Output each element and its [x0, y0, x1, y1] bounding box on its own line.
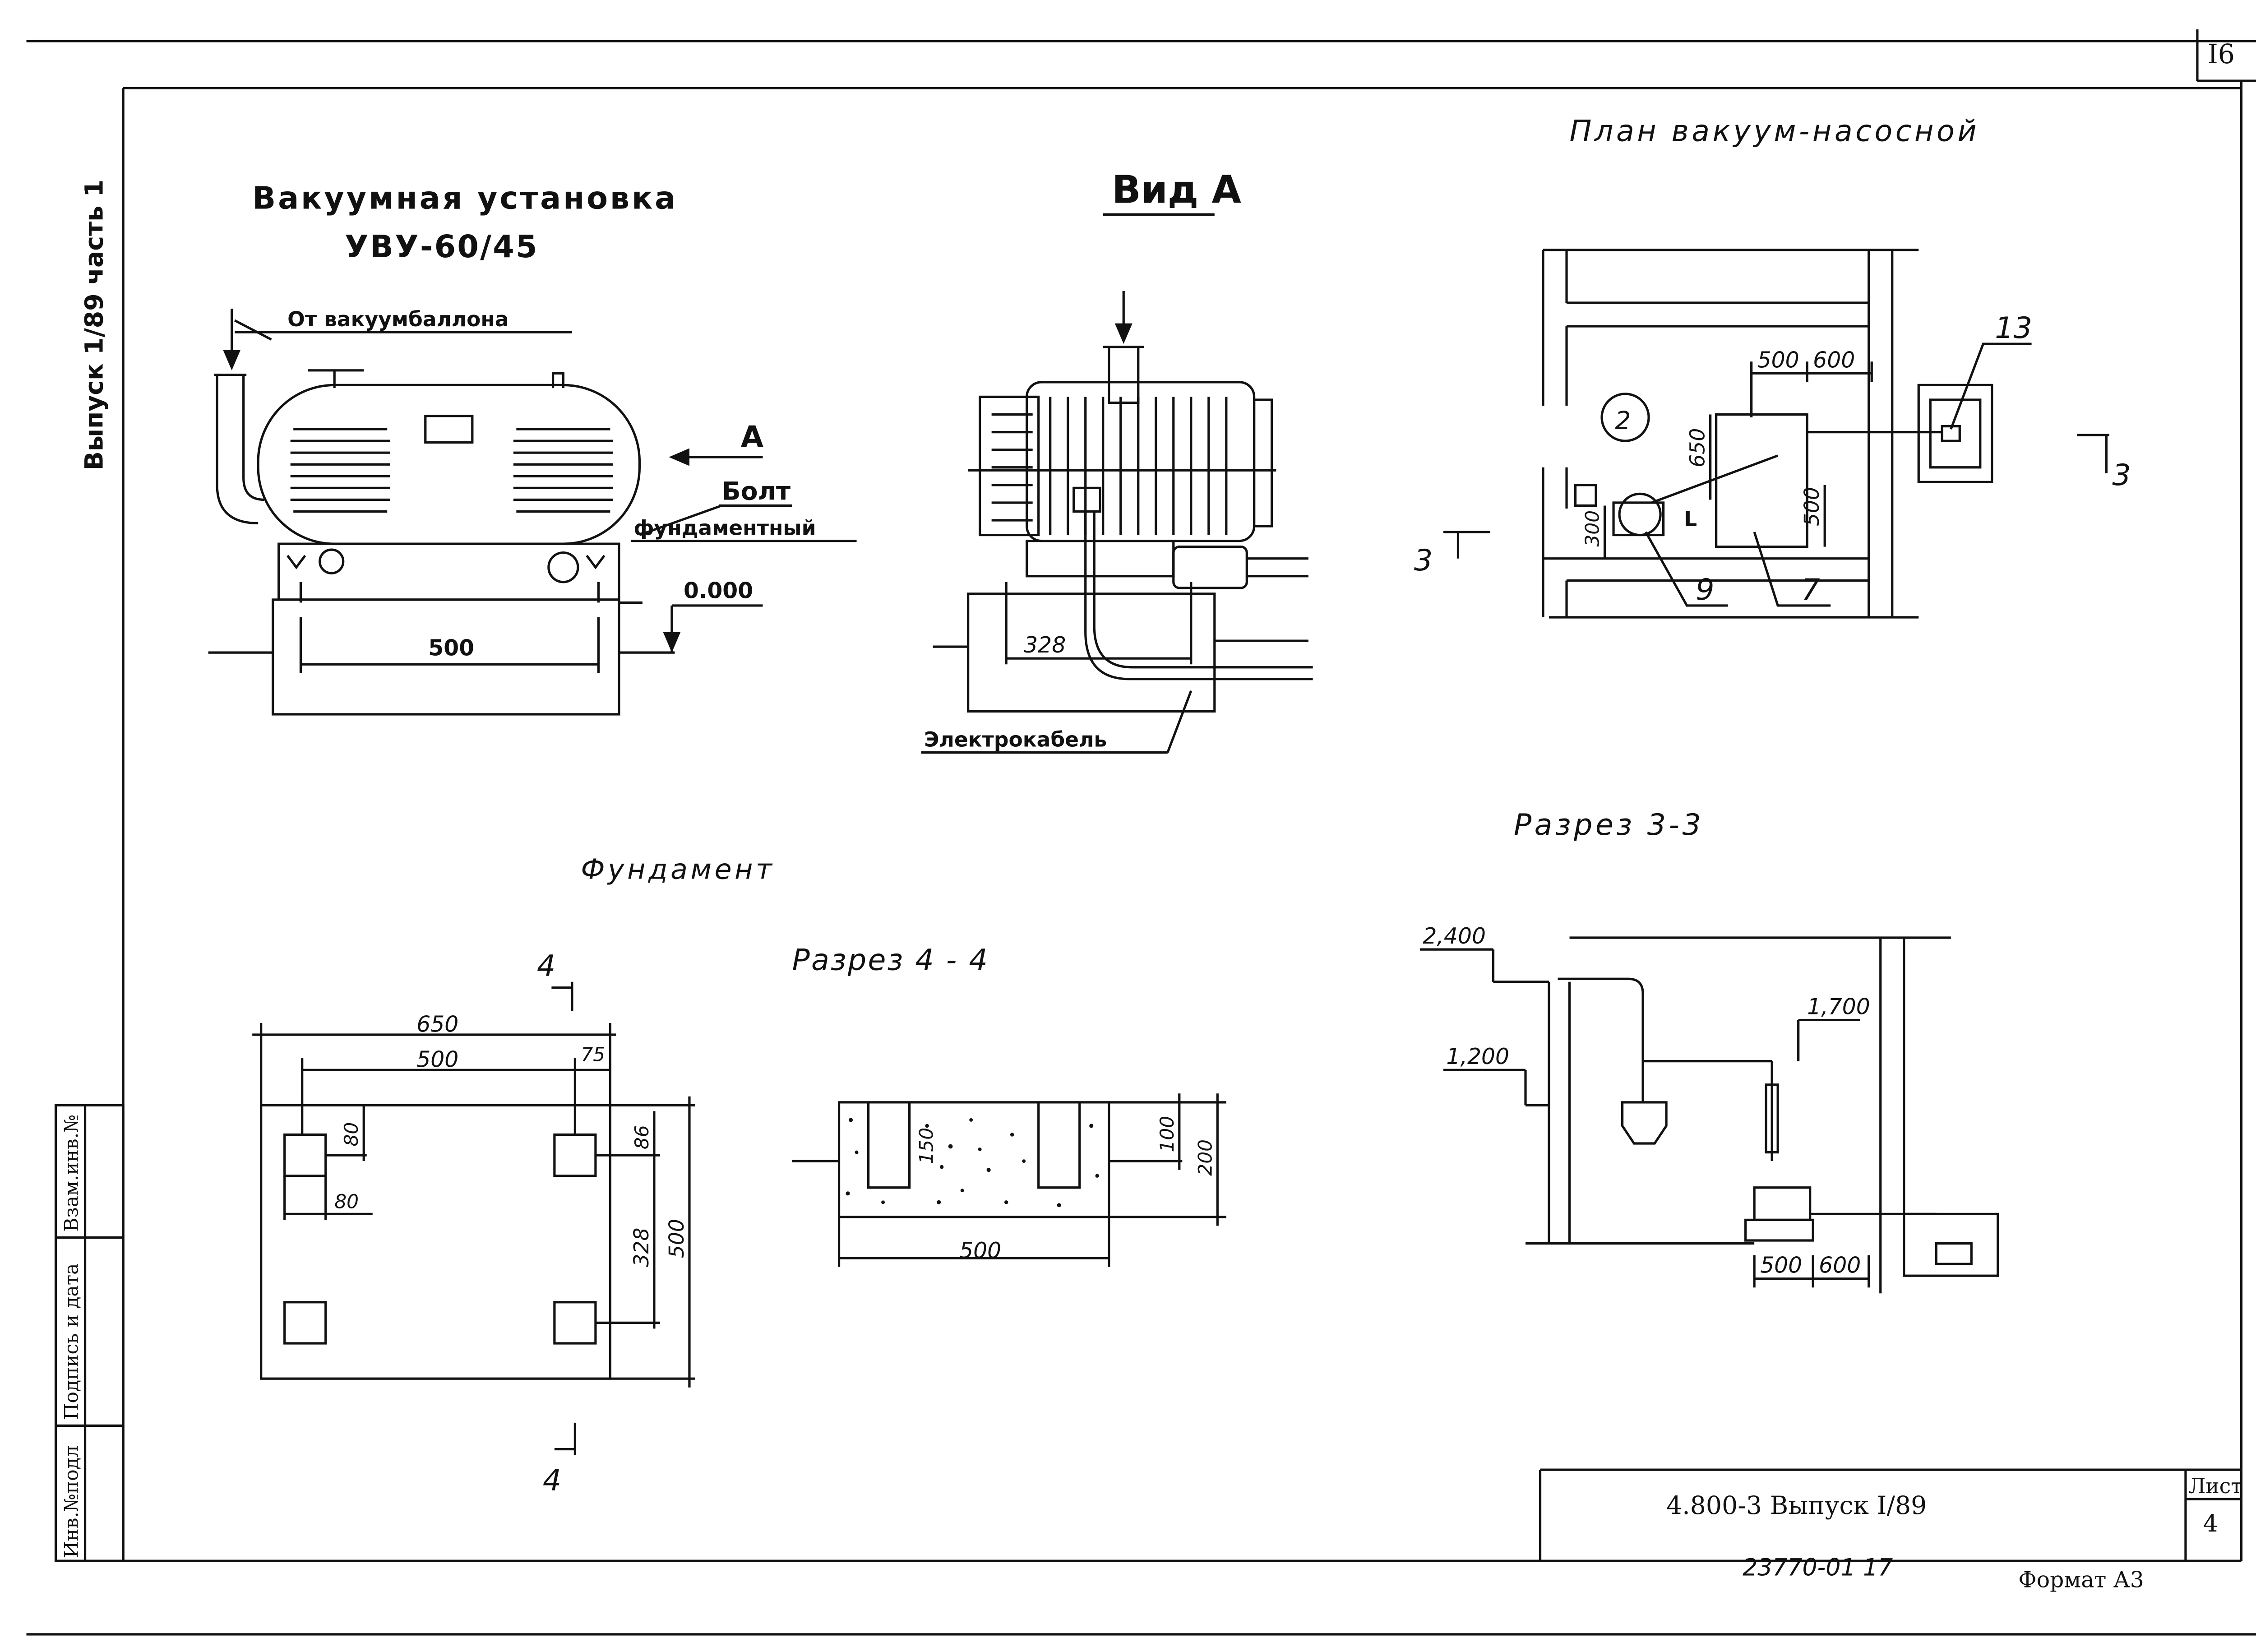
section-44-dim-200: 200 [1194, 1139, 1216, 1176]
vacuum-unit-title: Вакуумная установка УВУ-60/45 [252, 180, 678, 265]
callout-9: 9 [1696, 573, 1714, 607]
drawing-number: 23770-01 17 [1743, 1555, 1893, 1582]
foundation-drawing [252, 981, 695, 1455]
plan-drawing [1443, 249, 2109, 619]
stamp-podpis-data: Подпись и дата [60, 1263, 82, 1420]
view-a-arrow-icon [669, 448, 689, 466]
inlet-arrow-icon [223, 350, 241, 370]
plan-dim-500: 500 [1757, 347, 1799, 373]
section-44-dim-150: 150 [915, 1128, 938, 1164]
level-1700: 1,700 [1807, 994, 1870, 1019]
plan-dim-500-v: 500 [1800, 487, 1824, 526]
section-44-dim-500: 500 [959, 1238, 1001, 1263]
stamp-vzam-inv: Взам.инв.№ [60, 1115, 82, 1232]
section-44-title: Разрез 4 - 4 [792, 944, 989, 977]
view-a-inlet-arrow-icon [1114, 323, 1133, 344]
foundation-title: Фундамент [581, 853, 775, 886]
level-2400: 2,400 [1423, 923, 1486, 949]
plan-title: План вакуум-насосной [1570, 115, 1980, 148]
svg-text:Вакуумная установка: Вакуумная установка [252, 180, 678, 216]
stamp-inv-podl: Инв.№подл [60, 1445, 82, 1558]
view-a-title: Вид А [1112, 167, 1241, 212]
callout-7: 7 [1801, 573, 1820, 607]
foundation-dim-80-v: 80 [340, 1122, 362, 1147]
vacuum-unit-drawing [208, 308, 857, 716]
vypusk-vertical-label: Выпуск 1/89 часть 1 [80, 180, 109, 470]
foundation-section-mark-top: 4 [537, 949, 555, 983]
section-44-drawing [792, 1093, 1226, 1267]
plan-dim-600: 600 [1813, 347, 1855, 373]
section-33-dim-600: 600 [1819, 1253, 1861, 1278]
foundation-dim-75: 75 [581, 1044, 605, 1066]
level-1200: 1,200 [1446, 1044, 1509, 1069]
view-a-dim-328: 328 [1024, 632, 1066, 658]
plan-room-number: 2 [1615, 407, 1631, 435]
sheet-frame [26, 29, 2256, 1636]
plan-section-mark-left: 3 [1414, 544, 1433, 578]
foundation-dim-86: 86 [631, 1125, 653, 1149]
callout-13: 13 [1995, 311, 2032, 345]
foundation-dim-328: 328 [629, 1228, 653, 1267]
section-33-title: Разрез 3-3 [1514, 808, 1704, 842]
plan-section-tick: L [1684, 507, 1697, 531]
foundation-dim-500: 500 [416, 1047, 458, 1073]
foundation-dim-650: 650 [416, 1011, 458, 1037]
title-block [1539, 1468, 2242, 1561]
title-block-list-number: 4 [2203, 1510, 2218, 1537]
concrete-hatch [846, 1118, 1099, 1208]
section-33-drawing [1419, 936, 1999, 1294]
bolt-label-1: Болт [721, 477, 791, 506]
plan-dim-650: 650 [1686, 428, 1710, 467]
plan-section-mark-right: 3 [2112, 458, 2131, 492]
from-balloon-label: От вакуумбаллона [287, 307, 509, 331]
title-block-list-label: Лист [2188, 1474, 2242, 1498]
view-a-drawing [921, 291, 1313, 754]
section-33-dim-500: 500 [1760, 1253, 1802, 1278]
level-zero-label: 0.000 [684, 578, 753, 604]
unit-dim-500: 500 [428, 635, 474, 661]
title-block-code: 4.800-3 Выпуск I/89 [1666, 1491, 1927, 1520]
sheet-number: I6 [2208, 39, 2235, 69]
margin-stamp [54, 1104, 125, 1562]
foundation-section-mark-bottom: 4 [543, 1464, 561, 1498]
view-a-arrow-label: А [741, 420, 764, 454]
svg-text:УВУ-60/45: УВУ-60/45 [345, 229, 539, 265]
cable-label: Электрокабель [924, 728, 1107, 752]
bolt-label-2: фундаментный [633, 516, 816, 540]
foundation-dim-500-v: 500 [665, 1219, 689, 1258]
foundation-dim-80-h: 80 [334, 1190, 359, 1212]
plan-dim-300: 300 [1581, 510, 1604, 547]
level-zero-arrow-icon [663, 632, 681, 653]
section-44-dim-100: 100 [1156, 1116, 1178, 1152]
format-label: Формат А3 [2018, 1567, 2144, 1593]
